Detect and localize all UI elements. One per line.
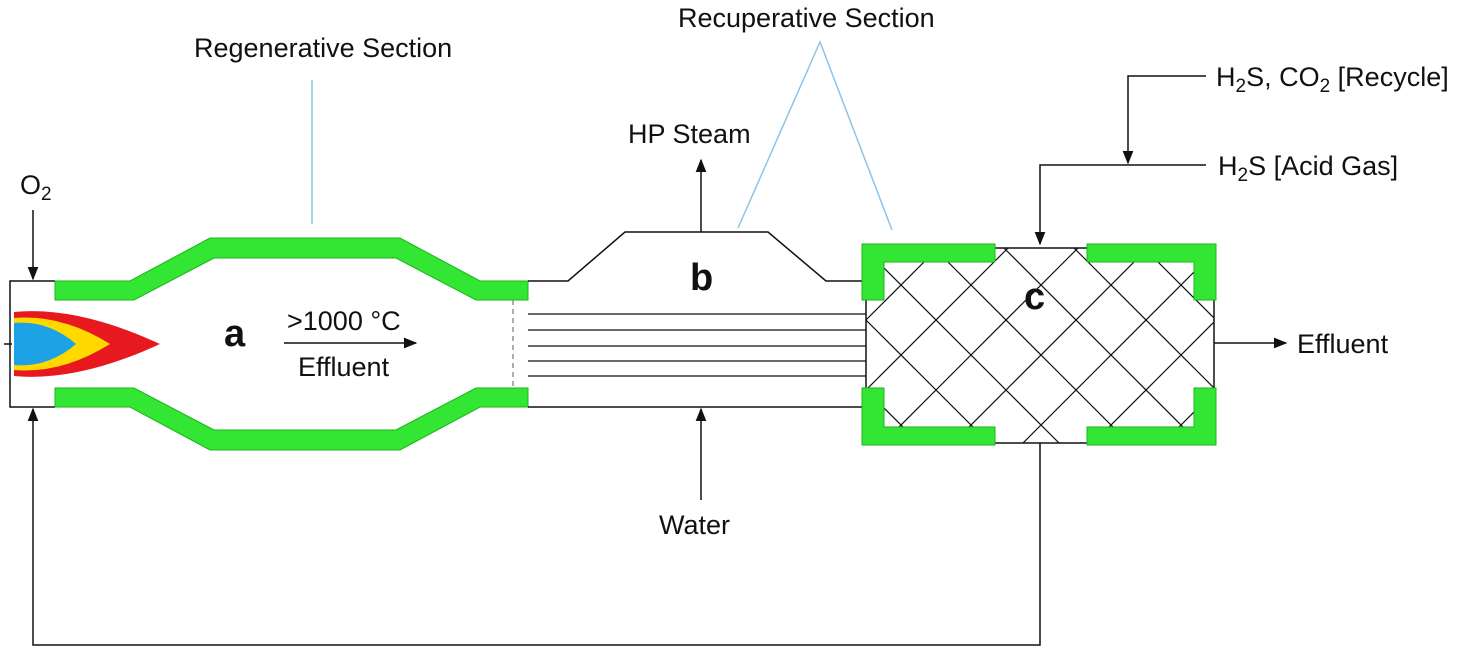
internal-effluent-label: Effluent (298, 352, 390, 382)
refractory-corner-bottom-right (1086, 387, 1217, 446)
acid-gas-feed-line (1034, 164, 1206, 246)
boiler-tubes (528, 313, 866, 377)
regenerative-section-label: Regenerative Section (194, 33, 452, 63)
refractory-corner-top-left (861, 243, 996, 301)
refractory-corner-bottom-left (861, 387, 996, 446)
regenerative-section (9, 237, 529, 451)
boiler-shell-top (528, 231, 866, 282)
water-label: Water (659, 510, 730, 540)
converter-refractory (861, 243, 1217, 446)
recuperative-callout-lines (737, 40, 893, 231)
flame-icon (14, 311, 160, 377)
recycle-loop-line (27, 407, 1041, 646)
o2-label: O2 (20, 170, 52, 205)
zone-c-label: c (1024, 276, 1045, 318)
zone-a-label: a (224, 313, 246, 355)
outlet-effluent-label: Effluent (1297, 329, 1389, 359)
waste-heat-boiler (528, 158, 866, 500)
refractory-top (54, 237, 529, 301)
acid-gas-feed-label: H2S [Acid Gas] (1218, 151, 1398, 186)
recuperative-section-label: Recuperative Section (678, 3, 935, 33)
recycle-feed-label: H2S, CO2 [Recycle] (1216, 62, 1449, 97)
zone-b-label: b (690, 257, 713, 299)
hp-steam-label: HP Steam (628, 119, 751, 149)
refractory-bottom (54, 387, 529, 451)
recycle-feed-line (1122, 75, 1206, 165)
catalytic-converter (27, 75, 1288, 646)
refractory-corner-top-right (1086, 243, 1217, 301)
section-callouts (311, 40, 893, 231)
catalyst-bed-crosshatch (866, 248, 1214, 443)
temperature-label: >1000 °C (287, 306, 401, 336)
